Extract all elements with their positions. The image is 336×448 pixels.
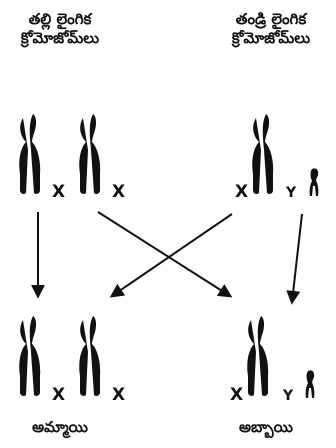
daughter-chromosome-2-label: X bbox=[112, 385, 125, 405]
father-chromosome-1-label: X bbox=[235, 182, 248, 202]
son-chromosome-1-label: X bbox=[230, 385, 243, 405]
mother-chromosome-2-label: X bbox=[112, 182, 125, 202]
mother-chromosome-1-label: X bbox=[52, 182, 65, 202]
daughter-chromosome-pair: X X bbox=[19, 316, 125, 405]
arrow-mother-to-son bbox=[98, 212, 230, 296]
mother-chromosome-pair: X X bbox=[19, 114, 125, 202]
arrow-father-to-son bbox=[292, 214, 302, 302]
arrow-father-to-daughter bbox=[112, 214, 232, 296]
daughter-label: అమ్మాయి bbox=[0, 418, 120, 440]
inheritance-arrows bbox=[38, 212, 302, 302]
father-chromosome-2-label: Y bbox=[285, 185, 297, 201]
son-chromosome-pair: X Y bbox=[230, 316, 314, 405]
daughter-chromosome-1-label: X bbox=[52, 385, 65, 405]
son-chromosome-2-label: Y bbox=[282, 388, 294, 404]
father-chromosome-pair: X Y bbox=[235, 114, 318, 202]
son-label: అబ్బాయి bbox=[206, 418, 326, 440]
